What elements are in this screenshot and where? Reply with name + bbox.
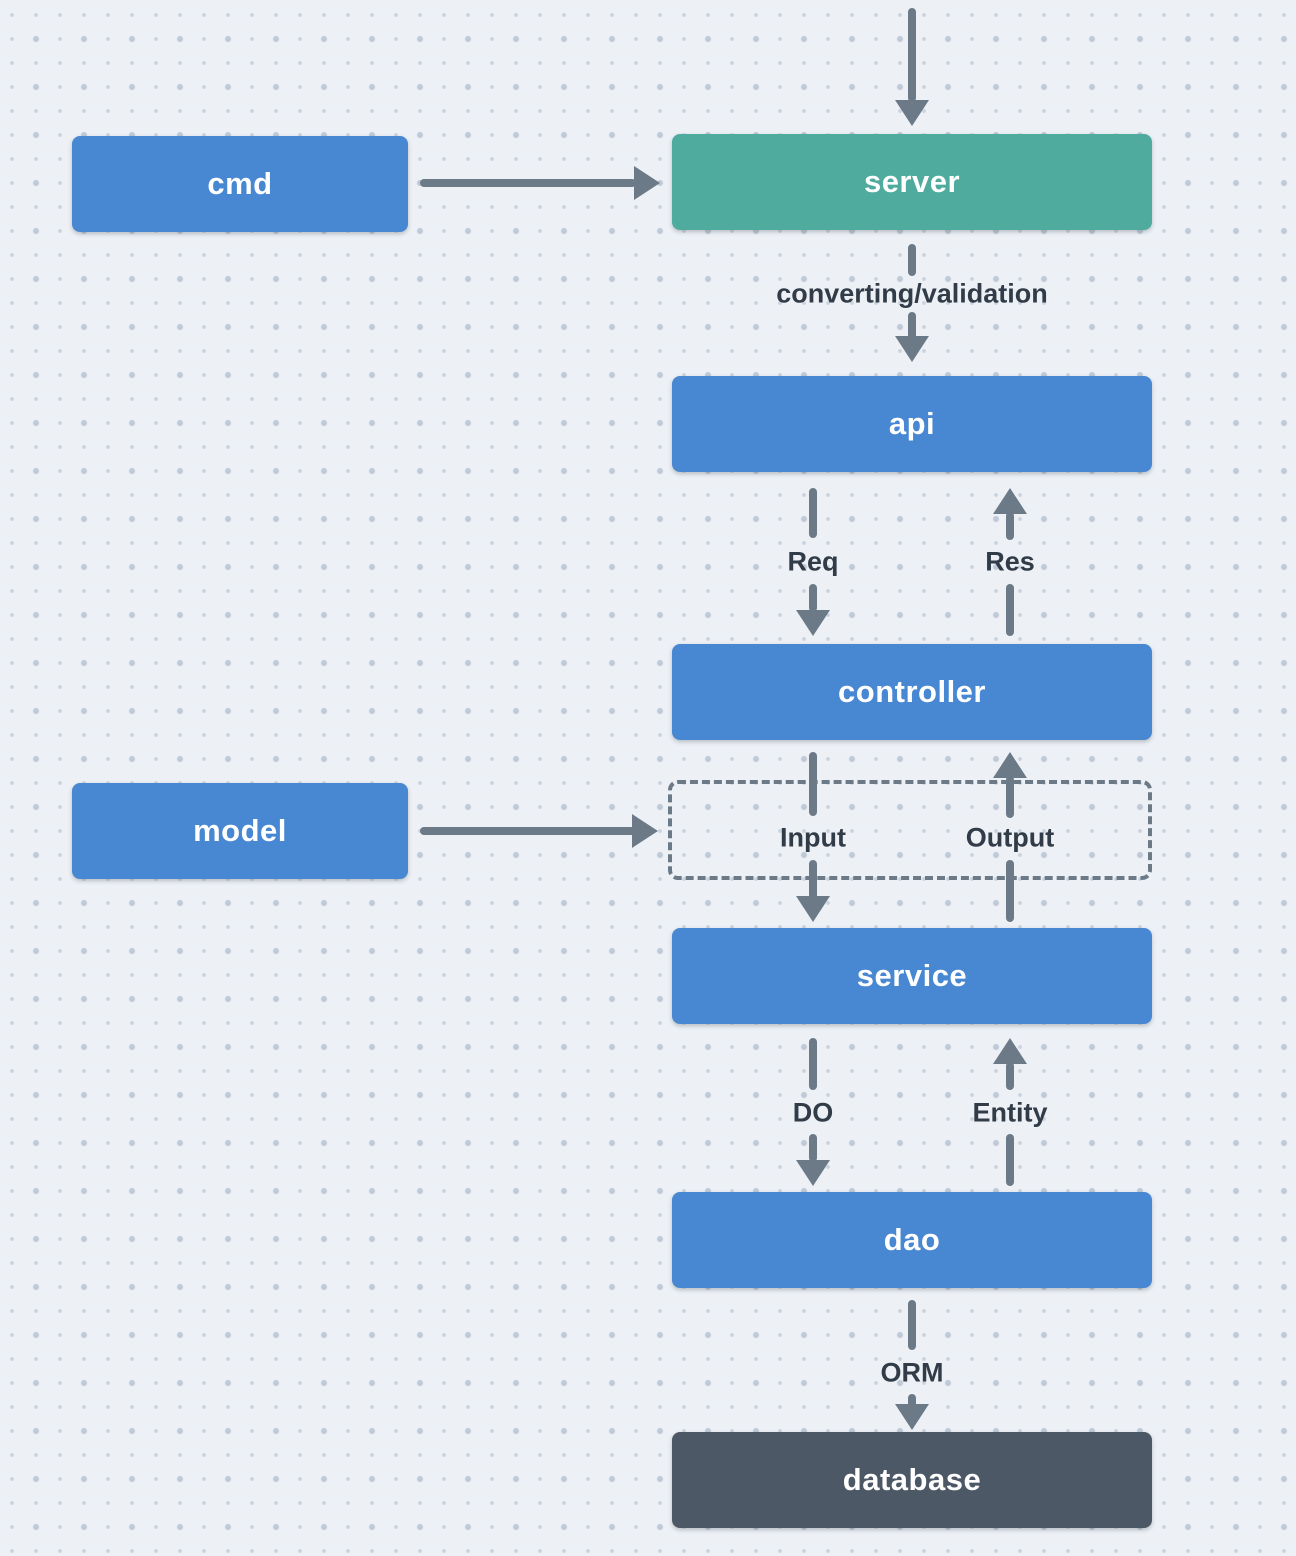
orm-arrow-line [908, 1394, 916, 1408]
input-arrow-stub [809, 752, 817, 816]
node-service[interactable]: service [672, 928, 1152, 1024]
server-api-arrow-head [895, 336, 929, 362]
node-dao[interactable]: dao [672, 1192, 1152, 1288]
node-model[interactable]: model [72, 783, 408, 879]
output-arrow-stub [1006, 860, 1014, 922]
edge-label-do: DO [792, 1097, 834, 1128]
res-arrow-head [993, 488, 1027, 514]
orm-arrow-stub [908, 1300, 916, 1350]
model-boundary-box[interactable] [668, 780, 1152, 880]
req-arrow-stub [809, 488, 817, 538]
server-api-arrow-line [908, 312, 916, 340]
node-database-label: database [842, 1462, 982, 1497]
output-arrow-line [1006, 776, 1014, 818]
edge-label-orm: ORM [880, 1357, 944, 1388]
node-api-label: api [888, 406, 936, 441]
res-arrow-stub [1006, 584, 1014, 636]
edge-label-converting: converting/validation [776, 278, 1048, 309]
cmd-server-arrow-head [634, 166, 660, 200]
entity-arrow-line [1006, 1062, 1014, 1090]
node-cmd-label: cmd [207, 166, 273, 201]
top-server-arrow-head [895, 100, 929, 126]
model-boundary-arrow-line [420, 827, 636, 835]
entity-arrow-stub [1006, 1134, 1014, 1186]
model-boundary-arrow-head [632, 814, 658, 848]
do-arrow-line [809, 1134, 817, 1162]
node-cmd[interactable]: cmd [72, 136, 408, 232]
input-arrow-line [809, 860, 817, 900]
do-arrow-stub [809, 1038, 817, 1090]
input-arrow-head [796, 896, 830, 922]
node-server[interactable]: server [672, 134, 1152, 230]
edge-label-output: Output [965, 822, 1055, 853]
do-arrow-head [796, 1160, 830, 1186]
res-arrow-line [1006, 512, 1014, 540]
edge-label-req: Req [787, 546, 839, 577]
node-service-label: service [856, 958, 968, 993]
node-controller[interactable]: controller [672, 644, 1152, 740]
node-dao-label: dao [883, 1222, 941, 1257]
node-controller-label: controller [838, 674, 986, 709]
edge-label-entity: Entity [972, 1097, 1048, 1128]
req-arrow-head [796, 610, 830, 636]
top-server-arrow-line [908, 8, 916, 102]
entity-arrow-head [993, 1038, 1027, 1064]
node-server-label: server [863, 164, 961, 199]
edge-label-res: Res [985, 546, 1035, 577]
server-api-arrow-stub [908, 244, 916, 276]
req-arrow-line [809, 584, 817, 612]
output-arrow-head [993, 752, 1027, 778]
orm-arrow-head [895, 1404, 929, 1430]
node-database[interactable]: database [672, 1432, 1152, 1528]
edge-label-input: Input [780, 822, 846, 853]
node-model-label: model [193, 813, 287, 848]
cmd-server-arrow-line [420, 179, 636, 187]
node-api[interactable]: api [672, 376, 1152, 472]
